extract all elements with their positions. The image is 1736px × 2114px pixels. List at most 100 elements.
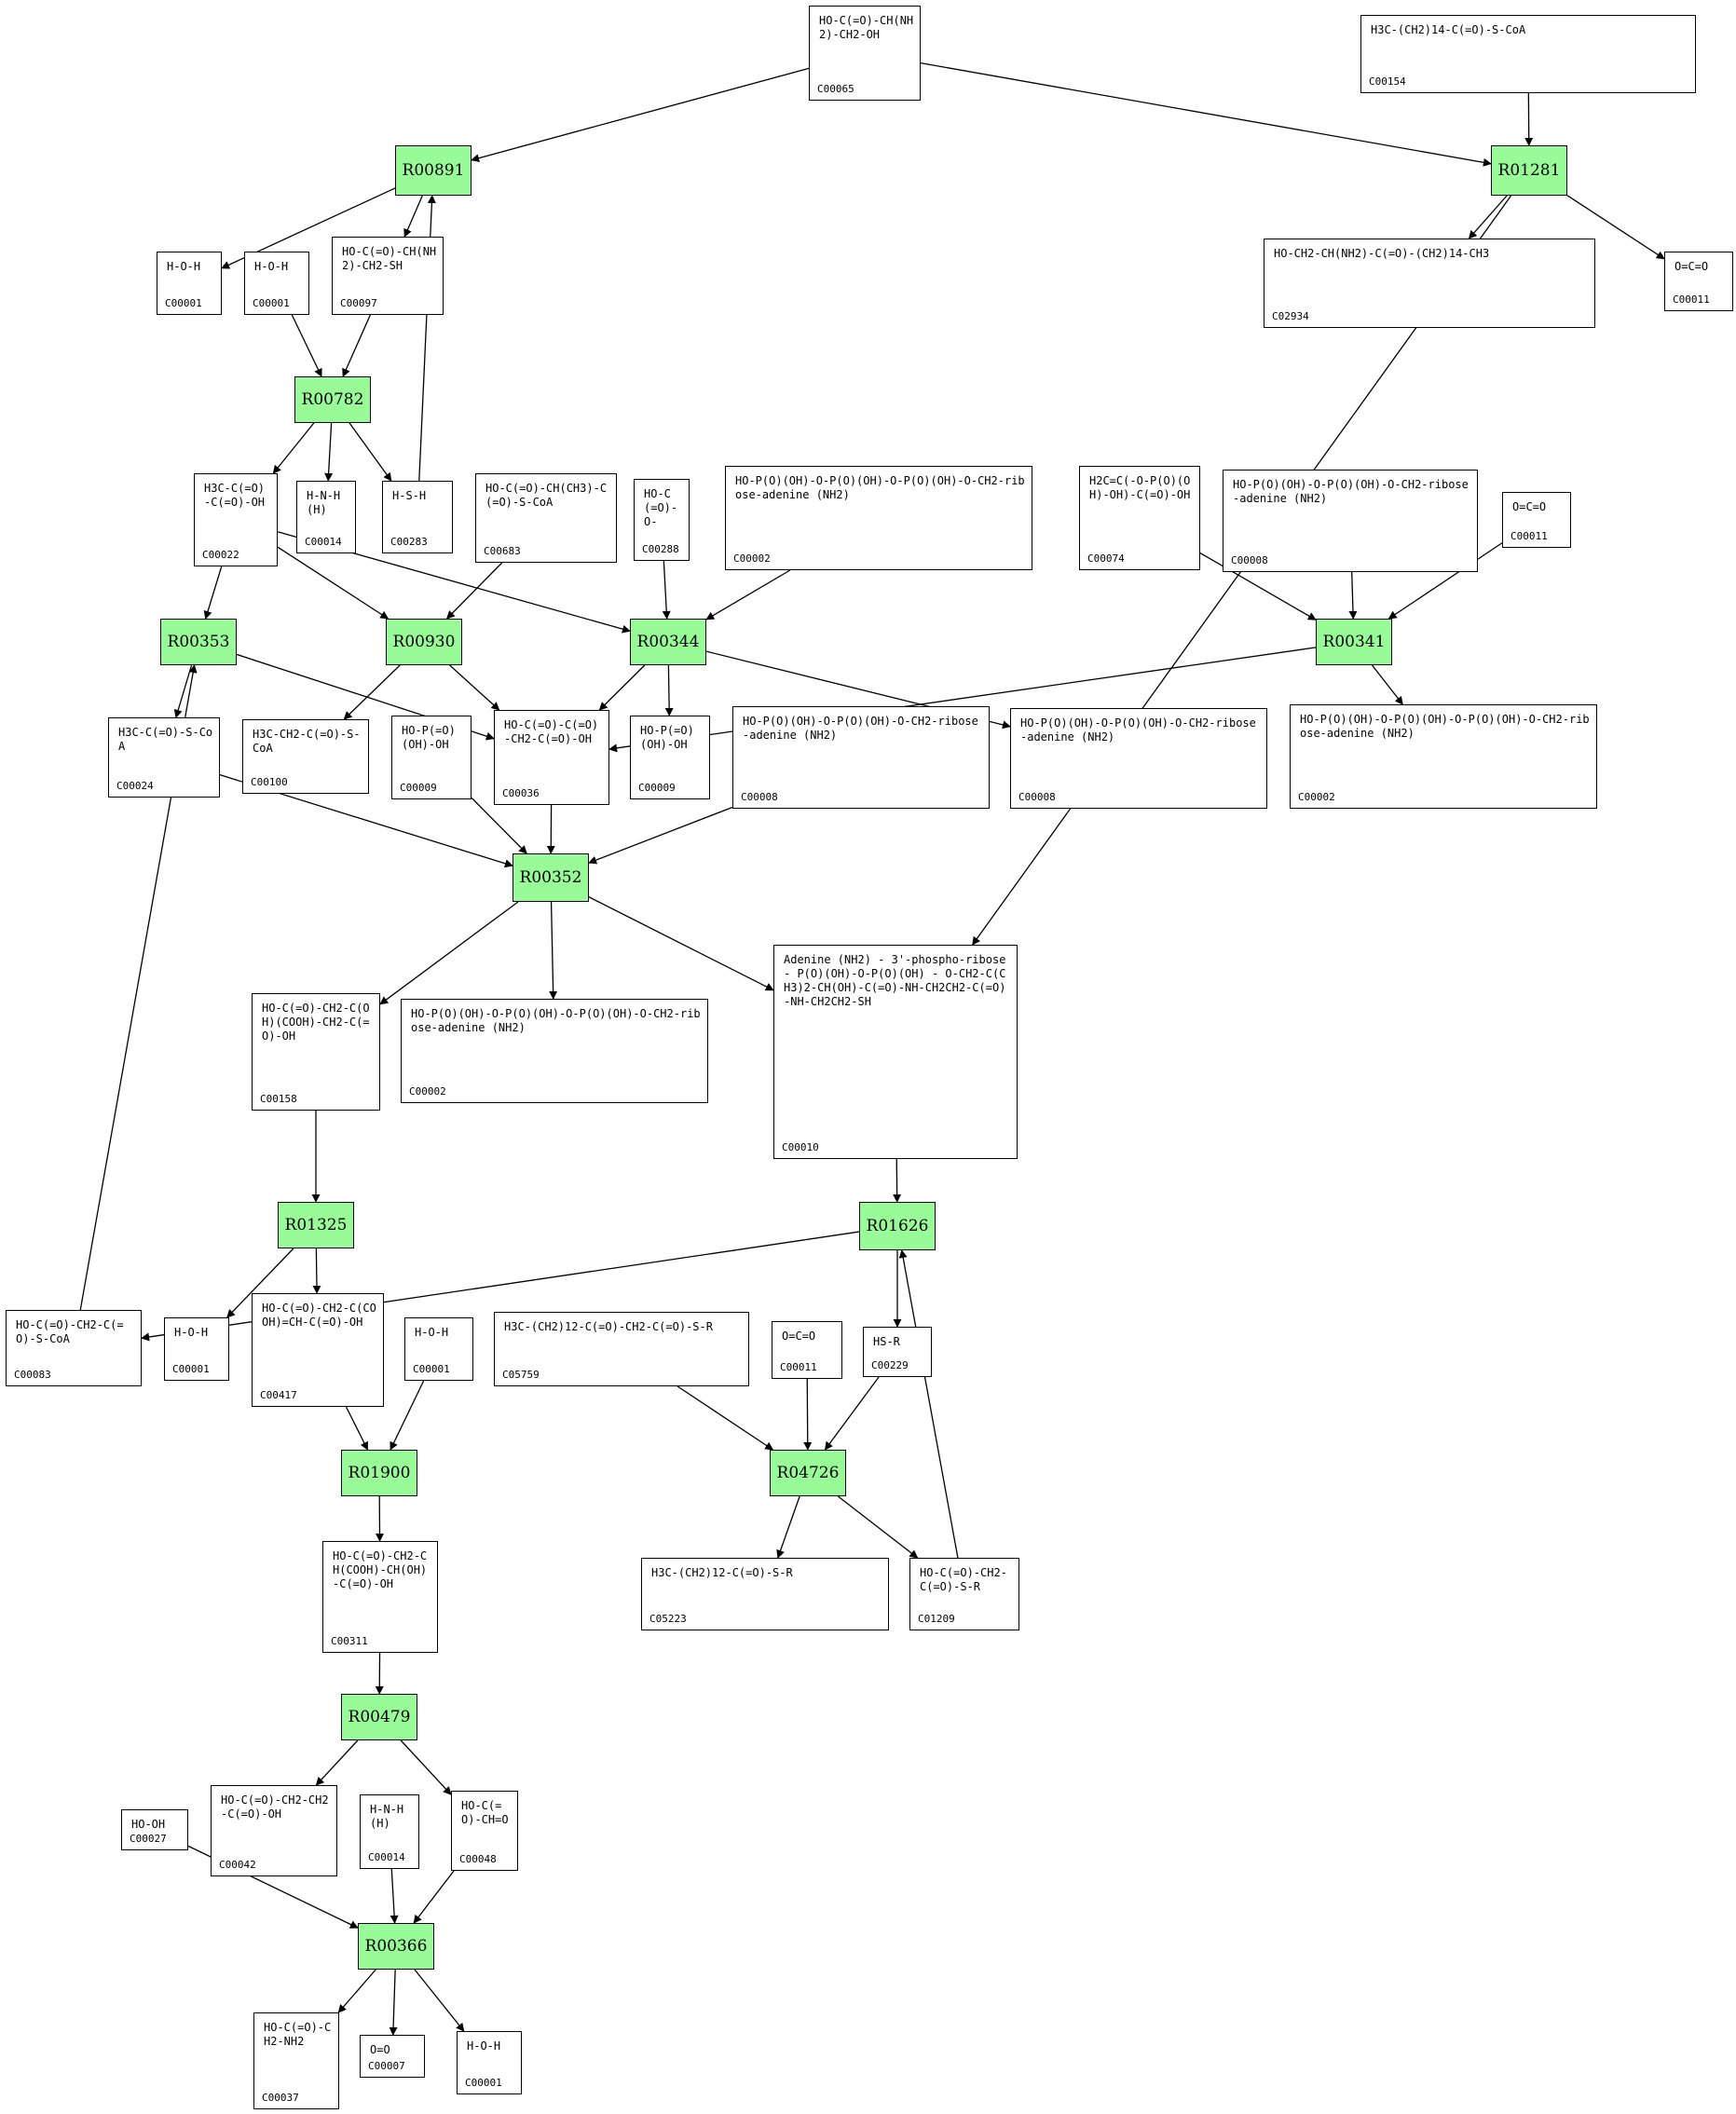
compound-c00008[interactable]: HO-P(O)(OH)-O-P(O)(OH)-O-CH2-ribose-aden…: [1010, 708, 1267, 809]
reaction-r00930[interactable]: R00930: [386, 619, 462, 665]
edge-r00341-to-n_c00036: [608, 647, 1317, 753]
edge-n_c05759-to-r04726: [677, 1385, 774, 1451]
compound-id-label: C00311: [331, 1635, 368, 1647]
reaction-r00353[interactable]: R00353: [160, 619, 237, 665]
reaction-r00366[interactable]: R00366: [358, 1923, 434, 1970]
structure-formula: O=C=O: [1512, 500, 1547, 513]
edge-r00479-to-n_c00042: [315, 1739, 359, 1786]
compound-id-label: C02934: [1272, 310, 1309, 322]
structure-formula: H-O-H: [415, 1326, 449, 1339]
reaction-r00344[interactable]: R00344: [630, 619, 706, 665]
compound-id-label: C00158: [260, 1093, 297, 1105]
compound-id-label: C00022: [202, 549, 239, 561]
compound-id-label: C00001: [172, 1363, 210, 1375]
compound-id-label: C00008: [1231, 554, 1268, 566]
edge-r00479-to-n_c00048: [400, 1739, 452, 1795]
compound-id-label: C00283: [390, 536, 428, 548]
reaction-r01325[interactable]: R01325: [278, 1202, 354, 1248]
structure-formula: HO-C(=O)-CH2-C(COOH)=CH-C(=O)-OH: [262, 1302, 376, 1329]
compound-c00048[interactable]: HO-C(=O)-CH=O C00048: [451, 1791, 518, 1871]
compound-id-label: C00014: [368, 1851, 405, 1863]
compound-c00010[interactable]: Adenine (NH2) - 3'-phospho-ribose - P(O)…: [773, 945, 1018, 1159]
compound-c00288[interactable]: HO-C(=O)-O-C00288: [634, 479, 690, 561]
compound-id-label: C05223: [649, 1613, 687, 1625]
compound-id-label: C00048: [459, 1853, 497, 1865]
compound-c00002[interactable]: HO-P(O)(OH)-O-P(O)(OH)-O-P(O)(OH)-O-CH2-…: [725, 466, 1032, 570]
edge-n_c00048-to-r00366: [413, 1870, 455, 1924]
compound-c00001[interactable]: H-O-H C00001: [457, 2031, 522, 2094]
compound-c00008[interactable]: HO-P(O)(OH)-O-P(O)(OH)-O-CH2-ribose-aden…: [1223, 470, 1478, 572]
reaction-r00891[interactable]: R00891: [395, 145, 472, 196]
structure-formula: H-O-H: [467, 2039, 501, 2053]
structure-formula: HO-CH2-CH(NH2)-C(=O)-(CH2)14-CH3: [1274, 247, 1490, 260]
compound-c00008[interactable]: HO-P(O)(OH)-O-P(O)(OH)-O-CH2-ribose-aden…: [732, 706, 990, 809]
compound-id-label: C00009: [638, 782, 676, 794]
compound-c00002[interactable]: HO-P(O)(OH)-O-P(O)(OH)-O-P(O)(OH)-O-CH2-…: [401, 999, 708, 1103]
edge-r01281-to-n_c00011_a: [1566, 195, 1665, 260]
edge-n_c00065-to-r00891: [471, 67, 810, 163]
structure-formula: HO-C(=O)-CH(NH2)-CH2-OH: [819, 14, 914, 41]
reaction-r00352[interactable]: R00352: [513, 853, 589, 902]
edge-r01325-to-n_c00417: [312, 1248, 321, 1294]
edge-r00891-to-n_c00097: [403, 195, 423, 238]
reaction-r00782[interactable]: R00782: [294, 376, 371, 423]
edge-n_c00288-to-r00344: [662, 560, 671, 620]
compound-c00014[interactable]: H-N-H (H)C00014: [360, 1794, 419, 1869]
reaction-r00341[interactable]: R00341: [1316, 619, 1392, 665]
edge-r00782-to-n_c00022: [272, 422, 315, 474]
compound-c00014[interactable]: H-N-H (H)C00014: [296, 481, 356, 553]
structure-formula: O=C=O: [782, 1330, 816, 1343]
edge-r00341-to-n_c00002_b: [1371, 664, 1403, 705]
reaction-r04726[interactable]: R04726: [770, 1450, 846, 1496]
compound-c00002[interactable]: HO-P(O)(OH)-O-P(O)(OH)-O-P(O)(OH)-O-CH2-…: [1290, 704, 1597, 809]
compound-id-label: C00001: [465, 2077, 502, 2089]
reaction-r01626[interactable]: R01626: [859, 1202, 936, 1250]
edge-n_c00001_b-to-r00782: [291, 314, 322, 377]
compound-id-label: C00097: [340, 297, 377, 309]
reaction-r01281[interactable]: R01281: [1491, 145, 1567, 196]
compound-id-label: C00027: [130, 1833, 167, 1845]
reaction-r01900[interactable]: R01900: [341, 1450, 417, 1496]
compound-id-label: C00009: [400, 782, 437, 794]
structure-formula: HO-C(=O)-CH=O: [461, 1799, 509, 1826]
compound-id-label: C00011: [1673, 293, 1710, 306]
compound-id-label: C00010: [782, 1141, 819, 1153]
compound-id-label: C00288: [642, 543, 679, 555]
structure-formula: H-N-H (H): [307, 489, 341, 516]
compound-id-label: C00083: [14, 1369, 51, 1381]
reaction-r00479[interactable]: R00479: [341, 1694, 417, 1740]
